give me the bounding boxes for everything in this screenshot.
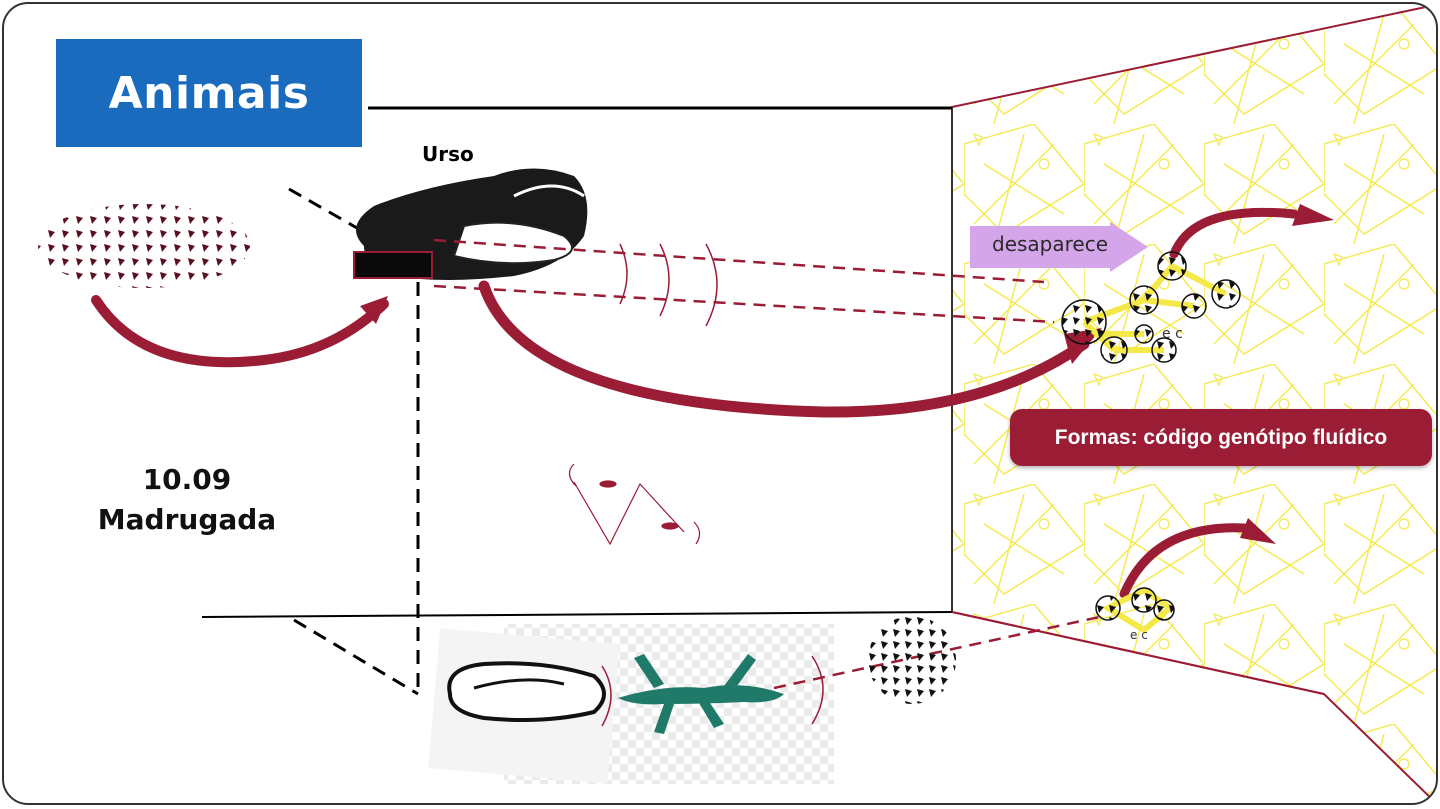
fragment-label: e c xyxy=(1162,326,1183,342)
big-curved-arrow xyxy=(478,280,1090,418)
fragment-label-small: e c xyxy=(1130,628,1148,642)
caption-text: Formas: código genótipo fluídico xyxy=(1054,425,1388,449)
bear-dark-box xyxy=(353,251,433,279)
animal-label: Urso xyxy=(422,142,474,166)
upper-shape-network xyxy=(1061,251,1241,364)
lower-shape-network xyxy=(1095,586,1175,634)
slipper-illustration xyxy=(447,661,606,722)
caption-box: Formas: código genótipo fluídico xyxy=(1010,409,1432,466)
left-curved-arrow xyxy=(91,295,389,368)
desaparece-label: desaparece xyxy=(992,232,1109,256)
floor-edge-right xyxy=(951,611,1325,695)
diagram-scene xyxy=(38,4,1436,803)
slide-title: Animais xyxy=(108,67,310,119)
right-wall xyxy=(951,4,1436,803)
title-banner: Animais xyxy=(56,39,362,147)
floor-line xyxy=(201,611,953,618)
bear-illustration xyxy=(353,168,588,280)
time-of-day-text: Madrugada xyxy=(97,503,277,536)
left-pattern-cluster xyxy=(38,204,250,288)
date-block: 10.09 Madrugada xyxy=(82,460,292,540)
date-text: 10.09 xyxy=(142,463,232,496)
bottom-pattern-cluster xyxy=(868,616,956,704)
desaparece-arrow xyxy=(970,222,1148,272)
lizard-illustration xyxy=(618,654,784,734)
center-symbol xyxy=(568,463,701,546)
